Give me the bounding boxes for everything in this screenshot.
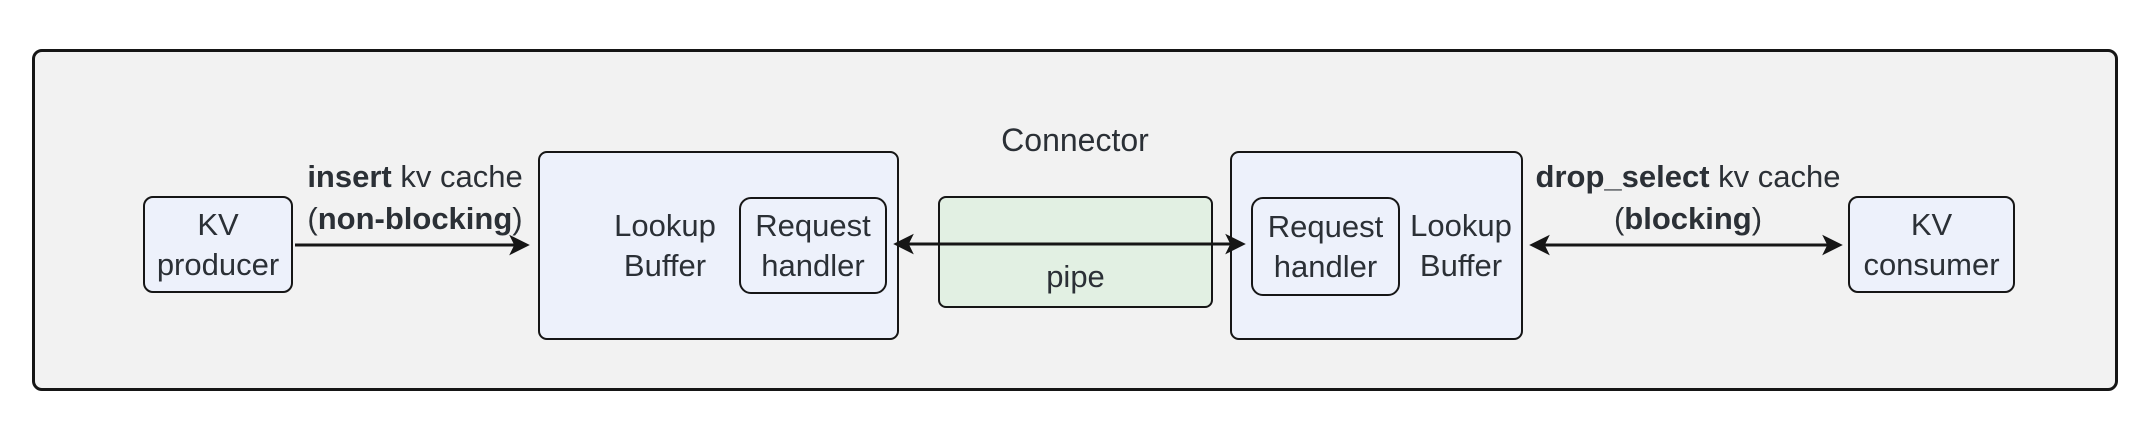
kv-consumer-node: KV consumer: [1848, 196, 2015, 293]
insert-op-text: insert: [307, 159, 392, 194]
request-handler-left-line1: Request: [755, 207, 871, 243]
lookup-buffer-left-label: Lookup Buffer: [585, 153, 745, 338]
lookup-buffer-right-node: Request handler Lookup Buffer: [1230, 151, 1523, 340]
drop-select-mode-text: blocking: [1624, 201, 1752, 236]
request-handler-right-line2: handler: [1273, 248, 1378, 284]
insert-mode-text: non-blocking: [317, 201, 513, 236]
kv-consumer-label-line2: consumer: [1863, 246, 2000, 282]
drop-select-op-text: drop_select: [1535, 159, 1710, 194]
insert-edge-label: insert kv cache (non-blocking): [215, 156, 615, 240]
insert-rest-text: kv cache: [391, 159, 523, 194]
request-handler-left-node: Request handler: [739, 197, 887, 294]
insert-edge-label-line1: insert kv cache: [215, 156, 615, 198]
pipe-label: pipe: [1046, 259, 1105, 294]
request-handler-left-label: Request handler: [741, 199, 885, 292]
connector-title: Connector: [1001, 122, 1149, 158]
pipe-node: pipe: [938, 196, 1213, 308]
kv-consumer-label-line1: KV: [1910, 206, 1953, 242]
request-handler-right-line1: Request: [1267, 208, 1384, 244]
request-handler-left-line2: handler: [761, 247, 865, 283]
drop-select-rest-text: kv cache: [1709, 159, 1841, 194]
kv-consumer-label: KV consumer: [1850, 198, 2013, 291]
insert-paren-close: ): [512, 201, 523, 236]
drop-select-edge-label-line2: (blocking): [1488, 198, 1888, 240]
lookup-buffer-left-node: Lookup Buffer Request handler: [538, 151, 899, 340]
kv-producer-label-line2: producer: [156, 246, 280, 282]
drop-select-paren-close: ): [1751, 201, 1763, 236]
insert-paren-open: (: [307, 201, 318, 236]
drop-select-edge-label: drop_select kv cache (blocking): [1488, 156, 1888, 240]
drop-select-edge-label-line1: drop_select kv cache: [1488, 156, 1888, 198]
kv-producer-label: KV producer: [145, 198, 291, 291]
kv-producer-label-line1: KV: [197, 206, 239, 242]
request-handler-right-node: Request handler: [1251, 197, 1400, 296]
lookup-buffer-right-label: Lookup Buffer: [1397, 153, 1525, 338]
lookup-buffer-right-line1: Lookup: [1410, 207, 1512, 243]
kv-producer-node: KV producer: [143, 196, 293, 293]
request-handler-right-label: Request handler: [1253, 199, 1398, 294]
lookup-buffer-left-line1: Lookup: [614, 207, 716, 243]
lookup-buffer-right-line2: Buffer: [1419, 247, 1503, 283]
drop-select-paren-open: (: [1613, 201, 1625, 236]
insert-edge-label-line2: (non-blocking): [215, 198, 615, 240]
lookup-buffer-left-line2: Buffer: [623, 247, 707, 283]
